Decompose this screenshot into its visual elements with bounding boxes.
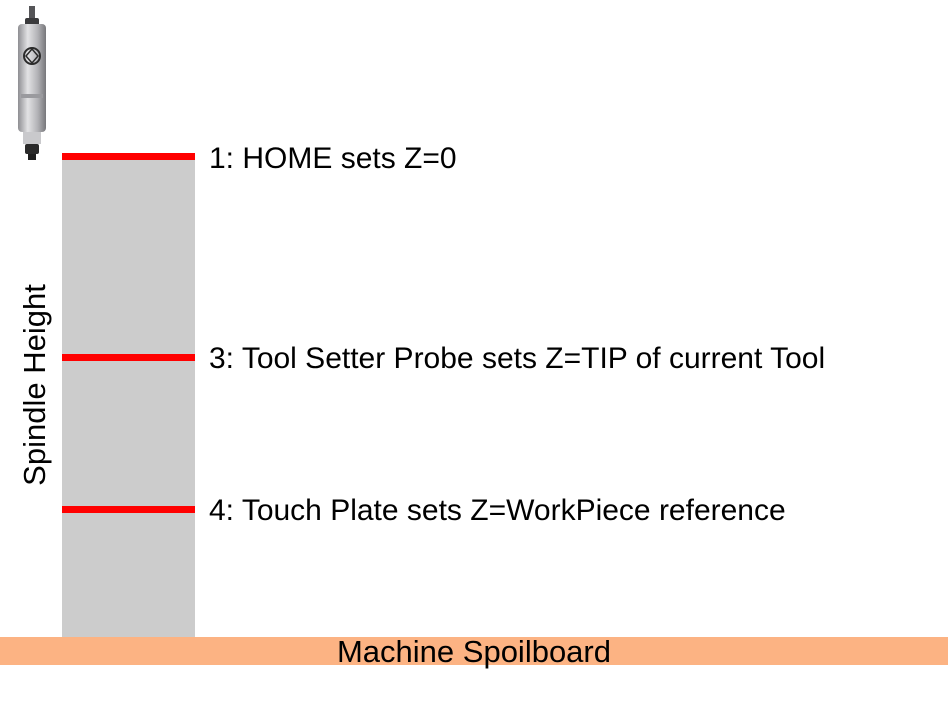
tool-setter-level-label: 3: Tool Setter Probe sets Z=TIP of curre… xyxy=(209,342,826,375)
spindle-height-axis-label: Spindle Height xyxy=(17,284,52,486)
spindle-motor-icon xyxy=(18,6,46,160)
home-level-marker xyxy=(62,153,195,160)
tool-setter-level-marker xyxy=(62,354,195,361)
touch-plate-level-marker xyxy=(62,506,195,513)
machine-spoilboard: Machine Spoilboard xyxy=(0,634,948,669)
spindle-height-column xyxy=(62,156,195,637)
touch-plate-level-label: 4: Touch Plate sets Z=WorkPiece referenc… xyxy=(209,494,786,527)
spoilboard-label: Machine Spoilboard xyxy=(336,634,611,669)
home-level-label: 1: HOME sets Z=0 xyxy=(209,142,457,175)
